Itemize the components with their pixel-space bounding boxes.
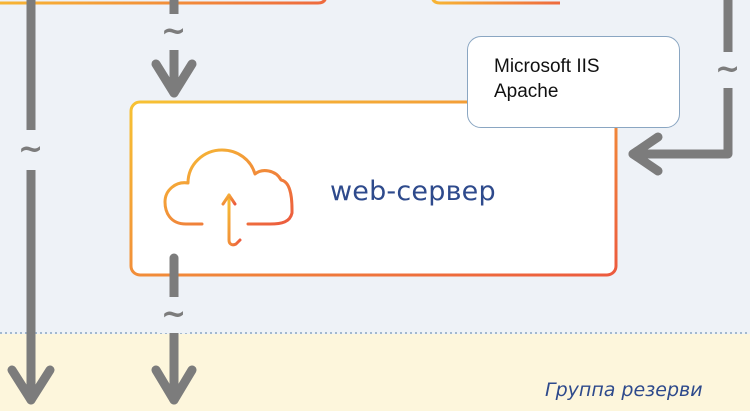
cloud-sync-icon bbox=[163, 148, 294, 247]
top-left-box-edge bbox=[0, 0, 327, 5]
left-arrow-head bbox=[7, 365, 55, 405]
tech-callout-box: Microsoft IIS Apache bbox=[467, 36, 680, 128]
tech-line-apache: Apache bbox=[494, 81, 559, 102]
web-server-label: web-сервер bbox=[330, 176, 496, 207]
wave-gap-bottom bbox=[160, 297, 188, 333]
web-server-box[interactable] bbox=[129, 100, 618, 277]
wave-gap-left bbox=[18, 130, 44, 170]
wave-gap-top bbox=[160, 14, 188, 50]
top-arrow-head bbox=[151, 59, 197, 98]
connector-symbol-left: ~ bbox=[18, 132, 44, 167]
connector-symbol-top: ~ bbox=[161, 14, 187, 49]
right-elbow-arrow-head bbox=[628, 132, 663, 176]
right-elbow-arrow bbox=[628, 0, 733, 159]
connector-symbol-bottom: ~ bbox=[161, 297, 187, 332]
group-label: Группа резерви bbox=[545, 379, 703, 401]
bottom-arrow-head bbox=[151, 365, 197, 405]
tech-line-iis: Microsoft IIS bbox=[494, 56, 600, 77]
top-right-box-edge bbox=[431, 0, 560, 5]
wave-gap-right bbox=[714, 52, 744, 88]
connector-symbol-right: ~ bbox=[715, 52, 741, 87]
backup-group-band bbox=[0, 334, 750, 411]
